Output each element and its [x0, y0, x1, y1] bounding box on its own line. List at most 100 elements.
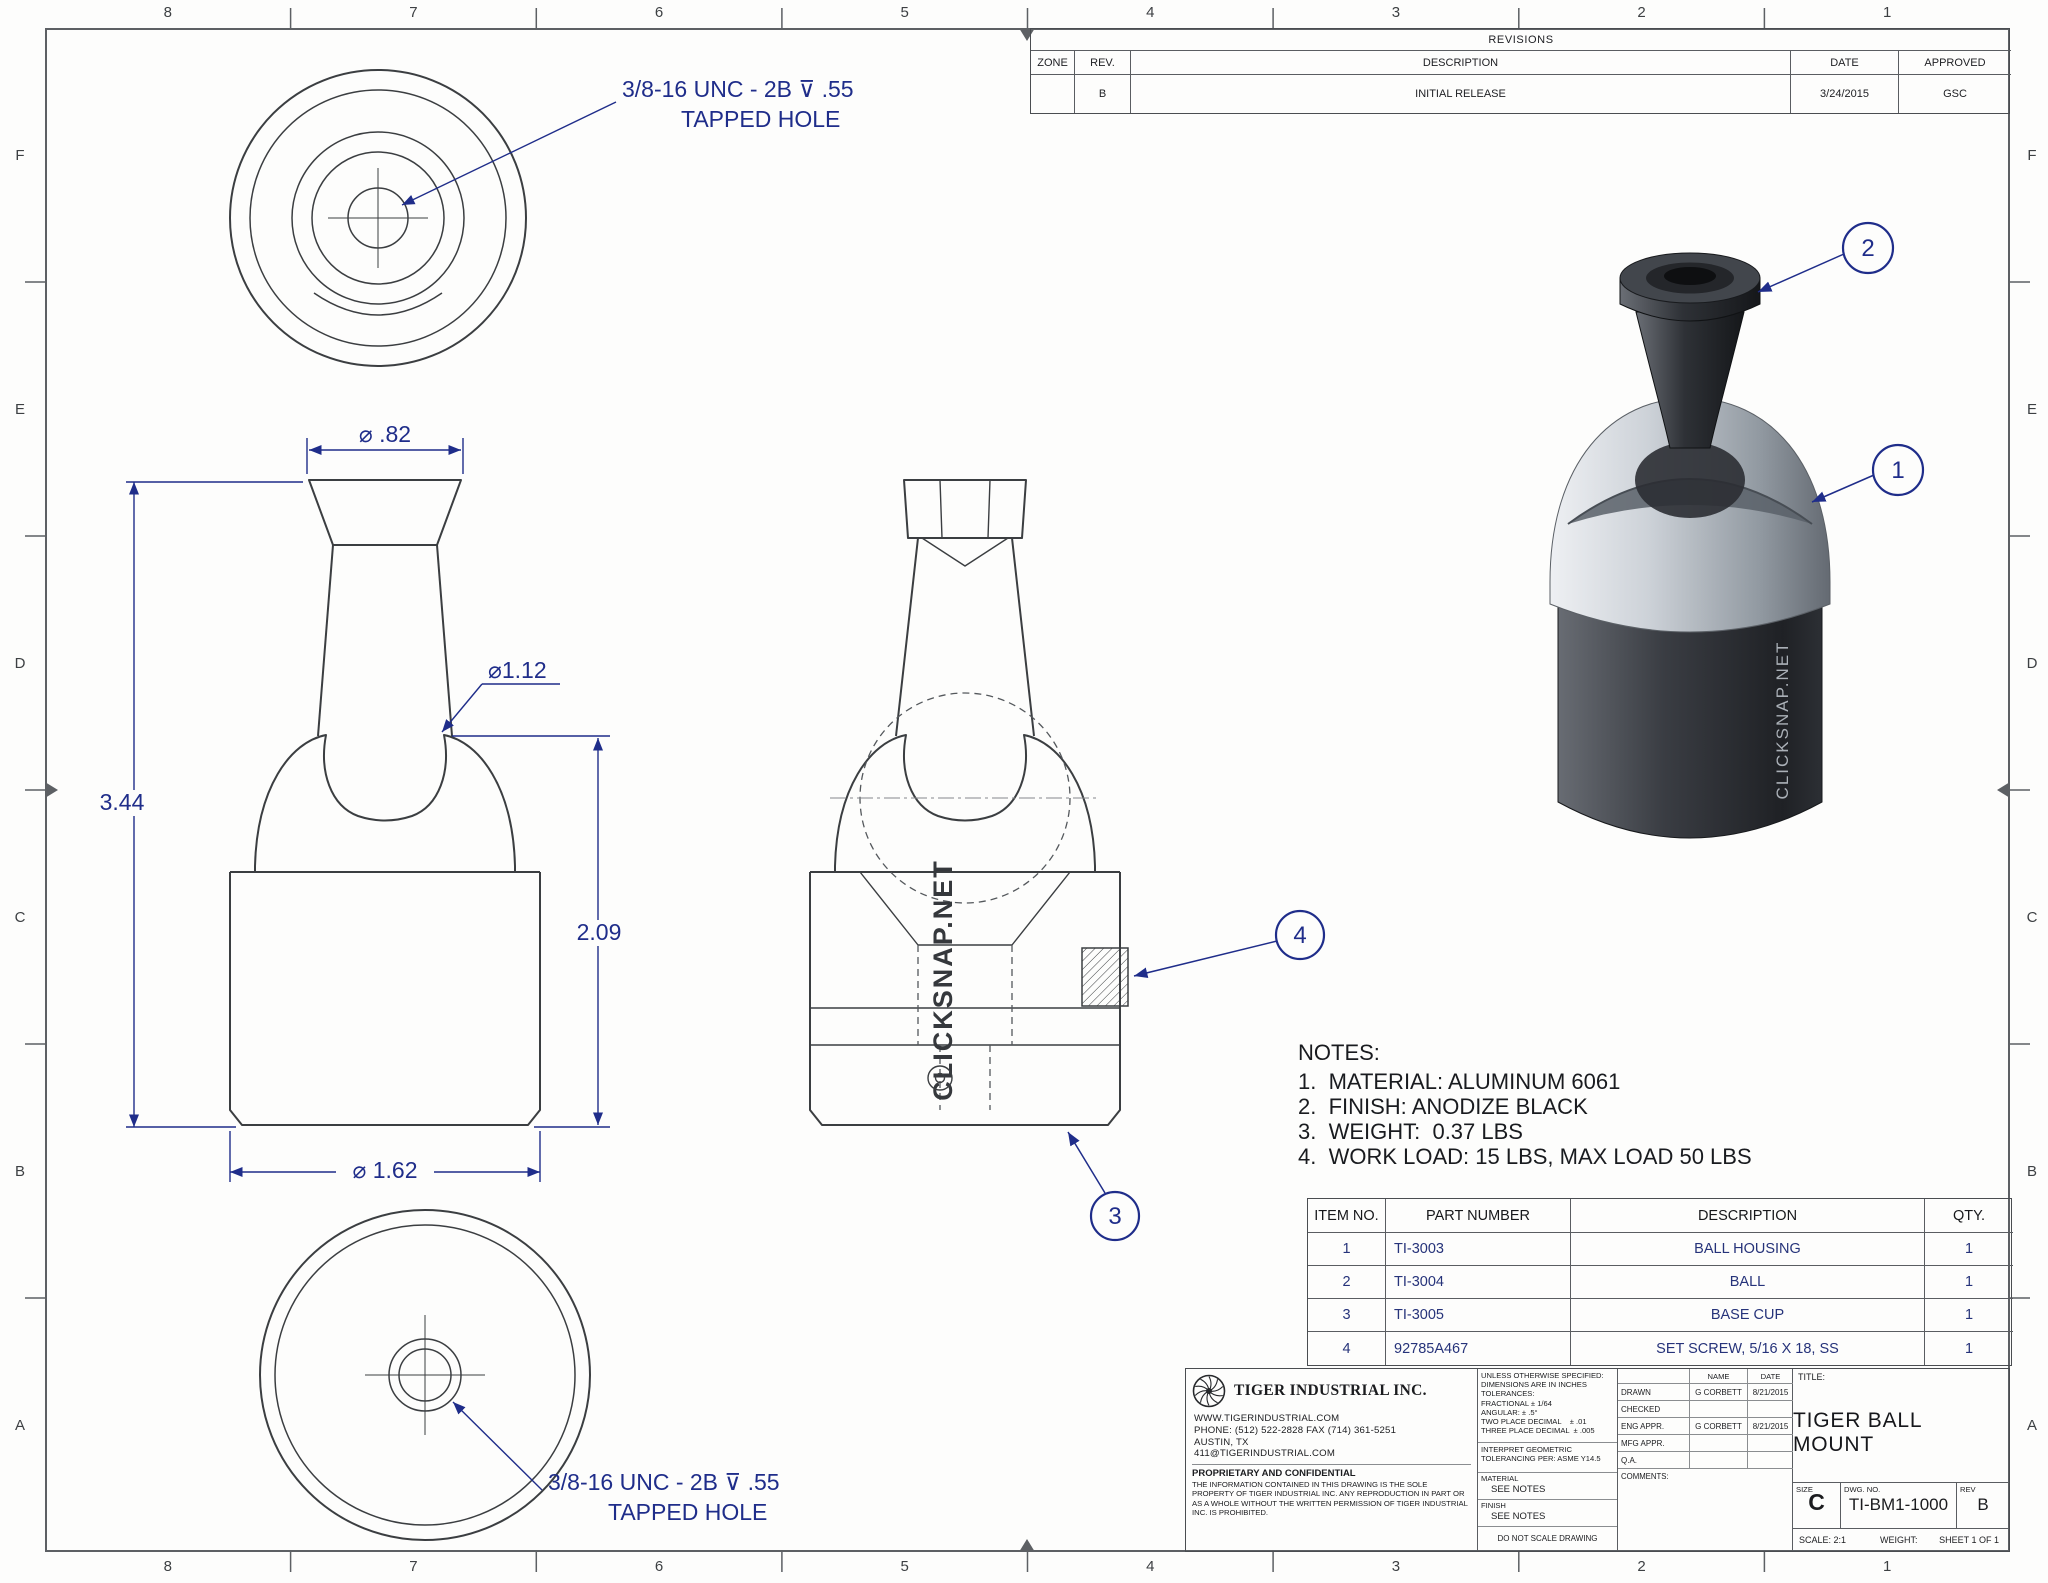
approval-row-label: MFG APPR.	[1618, 1435, 1690, 1452]
zone-label: 7	[409, 1558, 418, 1575]
company-phone: Phone: (512) 522-2828 FAX (714) 361-5251	[1194, 1424, 1397, 1436]
note-item: 4. WORK LOAD: 15 LBS, MAX LOAD 50 LBS	[1298, 1144, 1752, 1169]
revisions-header-cell: ZONE	[1031, 51, 1075, 75]
title-block: TIGER INDUSTRIAL INC. www.TigerIndustria…	[1185, 1368, 2010, 1552]
approval-date	[1748, 1452, 1793, 1469]
revisions-cell: B	[1075, 75, 1131, 113]
approval-row-label: DRAWN	[1618, 1384, 1690, 1401]
tolerances-header: UNLESS OTHERWISE SPECIFIED:	[1481, 1371, 1604, 1380]
isometric-view: CLICKSNAP.NET 2 1	[1549, 221, 1925, 839]
front-view: ⌀ .82 3.44 ⌀1.12 2.09 ⌀ 1.62	[96, 421, 628, 1183]
comments-label: COMMENTS:	[1621, 1472, 1669, 1481]
top-view-callout: 3/8-16 UNC - 2B ⊽ .55 TAPPED HOLE	[401, 76, 854, 206]
zone-label: A	[2026, 1416, 2037, 1434]
revisions-header-cell: DESCRIPTION	[1131, 51, 1791, 75]
tapped-hole-callout-line2: TAPPED HOLE	[681, 106, 840, 132]
iso-clicksnap-watermark: CLICKSNAP.NET	[1773, 641, 1792, 800]
zone-label: 2	[1637, 1558, 1646, 1575]
do-not-scale-note: DO NOT SCALE DRAWING	[1497, 1534, 1598, 1544]
zone-label: 6	[654, 4, 664, 21]
zone-label: E	[2026, 400, 2037, 418]
approvals-corner	[1618, 1369, 1690, 1384]
bom-cell: 4	[1308, 1332, 1386, 1365]
note-item: 2. FINISH: ANODIZE BLACK	[1298, 1094, 1588, 1119]
zone-label: F	[2027, 146, 2037, 164]
clicksnap-watermark: CLICKSNAP.NET	[928, 859, 958, 1101]
revisions-header-cell: APPROVED	[1899, 51, 2011, 75]
bom-cell: TI-3004	[1386, 1266, 1571, 1299]
tolerance-line: DIMENSIONS ARE IN INCHES	[1481, 1380, 1587, 1390]
proprietary-body: THE INFORMATION CONTAINED IN THIS DRAWIN…	[1192, 1480, 1468, 1517]
bom-cell: 1	[1964, 1340, 1974, 1357]
set-screw	[1081, 947, 1129, 1007]
revisions-cell: INITIAL RELEASE	[1131, 75, 1791, 113]
tapped-hole-callout-bottom-line2: TAPPED HOLE	[608, 1499, 767, 1525]
tolerance-line: FRACTIONAL ± 1/64	[1481, 1398, 1552, 1408]
scale-text: SCALE: 2:1	[1799, 1535, 1847, 1545]
tolerance-line: TOLERANCES:	[1481, 1389, 1535, 1399]
zone-label: 8	[163, 1558, 172, 1575]
zone-label: 8	[163, 4, 172, 21]
balloon-2-number: 2	[1861, 235, 1874, 262]
zone-label: 1	[1883, 1558, 1892, 1575]
balloon-3-number: 3	[1108, 1203, 1121, 1230]
company-logo-icon	[1192, 1374, 1226, 1408]
zone-label: C	[14, 908, 26, 926]
zone-label: E	[14, 400, 25, 418]
approvals-name-header: NAME	[1690, 1369, 1748, 1384]
bom-header-cell: PART NUMBER	[1386, 1199, 1571, 1233]
balloon-1: 1	[1811, 443, 1925, 503]
notes-title: NOTES:	[1298, 1040, 1380, 1065]
title-block-tolerances: UNLESS OTHERWISE SPECIFIED: DIMENSIONS A…	[1478, 1369, 1618, 1551]
title-label: TITLE:	[1798, 1372, 1826, 1382]
bom-cell: 1	[1308, 1233, 1386, 1266]
balloon-4-number: 4	[1293, 922, 1306, 949]
bom-cell: 1	[1925, 1266, 2013, 1299]
front-view-dimension-text: ⌀ .82 3.44 ⌀1.12 2.09 ⌀ 1.62	[96, 421, 628, 1183]
zone-label: D	[14, 654, 26, 672]
weight-text: WEIGHT:	[1880, 1535, 1918, 1545]
tapped-hole-callout-bottom-line1: 3/8-16 UNC - 2B ⊽ .55	[548, 1469, 780, 1495]
bom-header-cell: ITEM NO.	[1308, 1199, 1386, 1233]
mini-logo-icon	[927, 1065, 953, 1091]
rev-value: B	[1977, 1495, 1989, 1514]
zone-label: 3	[1391, 1558, 1401, 1575]
dim-base-diameter: ⌀ 1.62	[352, 1157, 417, 1183]
zone-label: 4	[1146, 1558, 1155, 1575]
bottom-view-geometry	[259, 1209, 591, 1541]
revisions-header-cell: REV.	[1075, 51, 1131, 75]
iso-render: CLICKSNAP.NET	[1549, 252, 1831, 839]
bom-cell: TI-3003	[1386, 1233, 1571, 1266]
proprietary-title: PROPRIETARY AND CONFIDENTIAL	[1192, 1468, 1356, 1480]
zone-label: 5	[900, 4, 909, 21]
zone-label: 1	[1883, 4, 1892, 21]
balloon-1-number: 1	[1891, 457, 1904, 484]
zone-label: B	[14, 1162, 25, 1180]
dwg-no-label: DWG. NO.	[1844, 1485, 1881, 1494]
section-view-geometry	[809, 479, 1121, 1126]
tolerance-line: ANGULAR: ± .5°	[1481, 1407, 1538, 1417]
company-email: 411@TigerIndustrial.com	[1194, 1448, 1336, 1460]
iso-ball	[1635, 442, 1745, 518]
rev-label: REV	[1960, 1485, 1976, 1494]
approvals-date-header: DATE	[1748, 1369, 1793, 1384]
bom-header-cell: QTY.	[1925, 1199, 2013, 1233]
dim-mid-height: 2.09	[577, 919, 622, 945]
balloon-3: 3	[1067, 1131, 1141, 1242]
bom-cell: BALL	[1571, 1266, 1925, 1299]
finish-label: FINISH	[1481, 1501, 1506, 1510]
bom-cell: 3	[1308, 1299, 1386, 1332]
title-block-title-area: TITLE: TIGER BALL MOUNT SIZE C DWG. NO. …	[1793, 1369, 2009, 1551]
bom-cell: BALL HOUSING	[1571, 1233, 1925, 1266]
approval-name	[1690, 1435, 1748, 1452]
dwg-no-value: TI-BM1-1000	[1848, 1495, 1949, 1514]
bom-cell: TI-3005	[1386, 1299, 1571, 1332]
sheet-text: SHEET 1 OF 1	[1939, 1535, 1999, 1545]
